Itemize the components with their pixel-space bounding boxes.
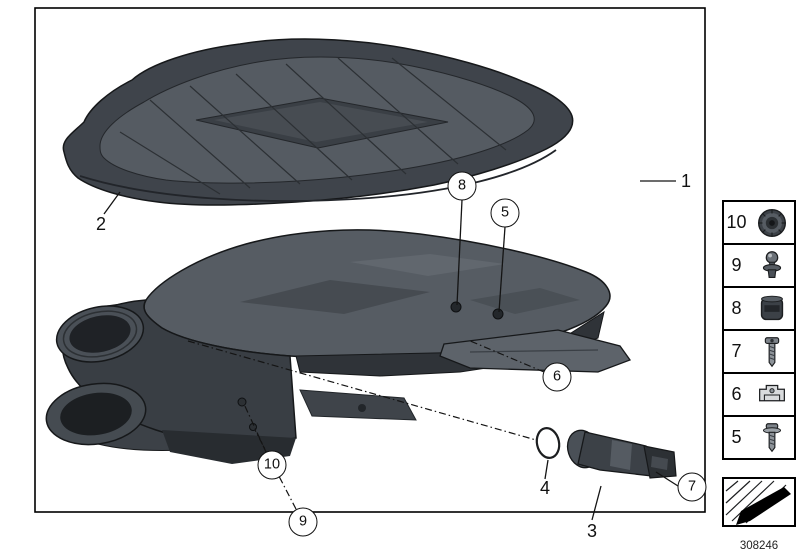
drawing-frame (34, 7, 706, 513)
legend-item-8[interactable]: 8 (722, 286, 796, 331)
legend-column: 10 9 (722, 200, 796, 460)
callout-6[interactable]: 6 (542, 362, 572, 392)
legend-item-7[interactable]: 7 (722, 329, 796, 374)
callout-3[interactable]: 3 (586, 521, 598, 541)
legend-number: 8 (731, 298, 742, 318)
callout-1[interactable]: 1 (680, 171, 692, 191)
legend-item-10[interactable]: 10 (722, 200, 796, 245)
callout-8[interactable]: 8 (447, 171, 477, 201)
legend-number: 5 (731, 427, 742, 447)
rubber-mount-icon (749, 204, 794, 242)
torx-screw-icon (749, 333, 794, 371)
callout-2[interactable]: 2 (95, 214, 107, 234)
callout-5[interactable]: 5 (490, 198, 520, 228)
legend-number: 10 (726, 212, 747, 232)
legend-item-6[interactable]: 6 (722, 372, 796, 417)
callout-9[interactable]: 9 (288, 507, 318, 537)
callout-4[interactable]: 4 (539, 478, 551, 498)
leader-lines-solid (103, 180, 679, 521)
legend-item-9[interactable]: 9 (722, 243, 796, 288)
direction-symbol-box (722, 477, 796, 527)
filter-cover-part2 (62, 38, 574, 206)
screw-icon (749, 419, 794, 457)
legend-item-5[interactable]: 5 (722, 415, 796, 460)
filter-housing-body (45, 229, 632, 464)
section-arrow-icon (725, 480, 791, 525)
rubber-grommet-icon (749, 290, 794, 328)
drawing-number: 308246 (739, 540, 779, 552)
legend-number: 6 (731, 384, 742, 404)
callout-10[interactable]: 10 (257, 450, 287, 480)
maf-sensor-part3 (566, 429, 677, 479)
legend-number: 9 (731, 255, 742, 275)
ball-pin-icon (749, 247, 794, 285)
o-ring-part4 (535, 427, 561, 459)
legend-number: 7 (731, 341, 742, 361)
callout-7[interactable]: 7 (677, 472, 707, 502)
holder-clamp-icon (749, 376, 794, 414)
